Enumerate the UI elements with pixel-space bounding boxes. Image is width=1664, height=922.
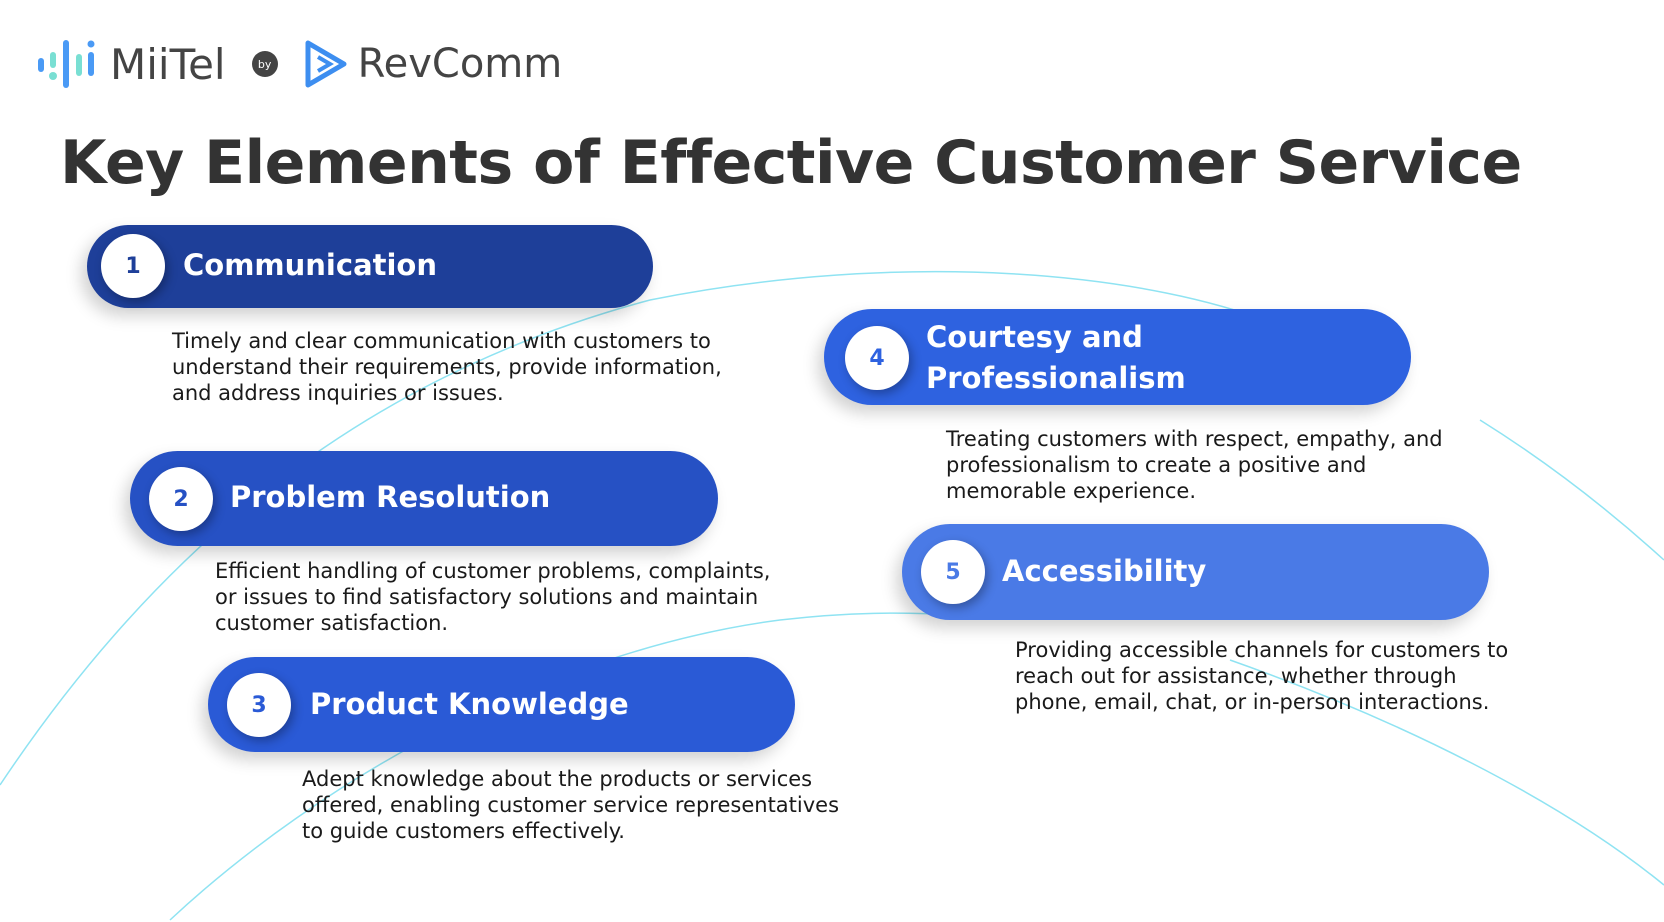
number-badge: 3 [227,673,291,737]
element-description: Providing accessible channels for custom… [1015,638,1509,714]
number-badge: 2 [149,467,213,531]
number-badge: 1 [101,234,165,298]
brand-logo: MiiTel by RevComm [36,36,562,92]
element-title: Communication [183,248,438,282]
element-title: Product Knowledge [310,687,629,721]
element-title: Accessibility [1002,554,1207,588]
number-badge: 4 [845,326,909,390]
element-title: Problem Resolution [230,480,551,514]
element-pill-1: 1 Communication [87,225,653,308]
element-pill-4: 4 Courtesy and Professionalism [824,309,1411,405]
miitel-logo-icon [38,40,95,88]
element-description: Efficient handling of customer problems,… [215,559,771,635]
element-title: Courtesy and Professionalism [926,320,1186,395]
revcomm-wordmark: RevComm [357,41,563,87]
element-description: Adept knowledge about the products or se… [302,767,840,843]
element-pill-2: 2 Problem Resolution [130,451,718,546]
miitel-wordmark: MiiTel [110,39,226,89]
element-description: Treating customers with respect, empathy… [946,427,1443,503]
element-description: Timely and clear communication with cust… [172,329,722,405]
number-badge: 5 [921,540,985,604]
by-badge: by [251,51,278,77]
revcomm-logo-icon [305,40,347,88]
element-pill-3: 3 Product Knowledge [208,657,795,752]
page-title: Key Elements of Effective Customer Servi… [60,128,1522,198]
element-pill-5: 5 Accessibility [902,524,1489,620]
